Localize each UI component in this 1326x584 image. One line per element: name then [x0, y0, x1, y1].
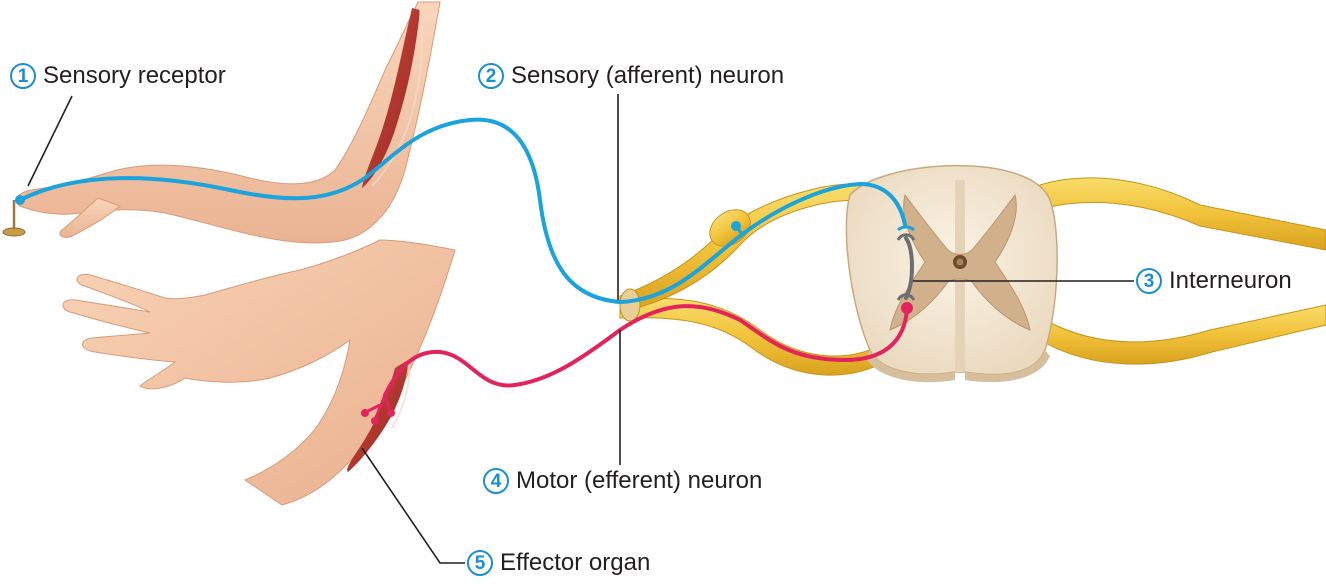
label-text: Effector organ: [500, 549, 650, 577]
label-sensory-receptor: 1 Sensory receptor: [10, 62, 226, 90]
label-effector-organ: 5 Effector organ: [467, 549, 650, 577]
leader-line-1: [28, 96, 72, 186]
spinal-cord-cross-section: [846, 166, 1057, 383]
label-motor-neuron: 4 Motor (efferent) neuron: [483, 467, 762, 495]
label-text: Interneuron: [1169, 267, 1292, 295]
label-text: Sensory (afferent) neuron: [511, 62, 784, 90]
upper-arm-illustration: [16, 2, 440, 243]
step-badge-1: 1: [10, 63, 36, 89]
step-badge-4: 4: [483, 468, 509, 494]
step-badge-2: 2: [478, 63, 504, 89]
step-badge-5: 5: [467, 550, 493, 576]
leader-line-5: [362, 448, 465, 563]
step-badge-3: 3: [1136, 268, 1162, 294]
label-sensory-neuron: 2 Sensory (afferent) neuron: [478, 62, 784, 90]
label-text: Sensory receptor: [43, 62, 226, 90]
label-text: Motor (efferent) neuron: [516, 467, 762, 495]
label-interneuron: 3 Interneuron: [1136, 267, 1292, 295]
